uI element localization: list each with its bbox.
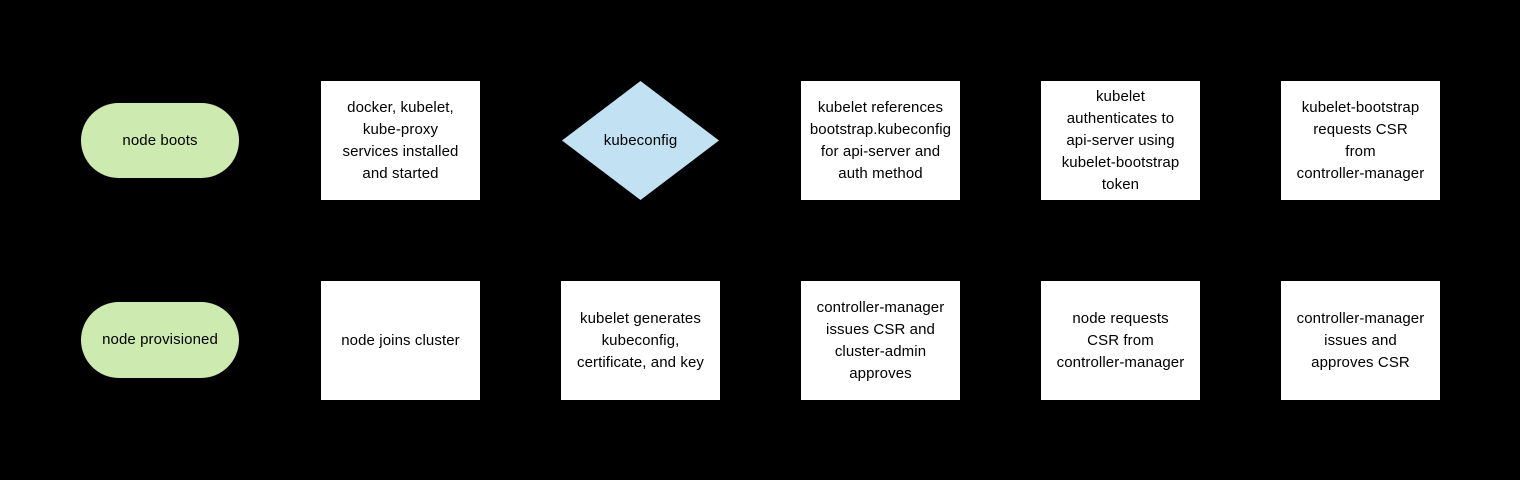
flow-node-label: kubelet-bootstrap requests CSR from cont…: [1296, 98, 1425, 182]
flow-node-label: controller-manager issues CSR and cluste…: [816, 298, 945, 382]
flow-node-label: controller-manager issues and approves C…: [1296, 309, 1425, 371]
flow-node-kubelet-generates-kubeconfig[interactable]: kubelet generates kubeconfig, certificat…: [561, 281, 720, 400]
flow-node-label: kubeconfig: [603, 131, 678, 149]
flow-node-label: kubelet generates kubeconfig, certificat…: [576, 309, 705, 371]
flow-node-node-boots[interactable]: node boots: [81, 103, 239, 178]
flow-node-node-joins-cluster[interactable]: node joins cluster: [321, 281, 480, 400]
flow-node-label: node boots: [122, 131, 198, 149]
flow-node-cm-issues-approves[interactable]: controller-manager issues and approves C…: [1281, 281, 1440, 400]
flow-node-label: node provisioned: [102, 331, 218, 348]
flow-node-node-requests-csr[interactable]: node requests CSR from controller-manage…: [1041, 281, 1200, 400]
flow-node-label: docker, kubelet, kube-proxy services ins…: [342, 98, 459, 182]
flow-node-node-provisioned[interactable]: node provisioned: [81, 302, 239, 378]
flow-node-kubelet-references-bootstrap[interactable]: kubelet references bootstrap.kubeconfig …: [801, 81, 960, 200]
flow-node-bootstrap-requests-csr[interactable]: kubelet-bootstrap requests CSR from cont…: [1281, 81, 1440, 200]
flow-node-label: kubelet references bootstrap.kubeconfig …: [809, 98, 952, 182]
flow-node-services-installed[interactable]: docker, kubelet, kube-proxy services ins…: [321, 81, 480, 200]
flow-node-label: node joins cluster: [341, 331, 460, 349]
flow-node-cm-issues-csr[interactable]: controller-manager issues CSR and cluste…: [801, 281, 960, 400]
flow-node-label: kubelet authenticates to api-server usin…: [1061, 87, 1180, 193]
flow-node-label: node requests CSR from controller-manage…: [1056, 309, 1185, 371]
flow-node-kubeconfig-decision[interactable]: kubeconfig: [562, 81, 719, 200]
flow-node-kubelet-authenticates[interactable]: kubelet authenticates to api-server usin…: [1041, 81, 1200, 200]
